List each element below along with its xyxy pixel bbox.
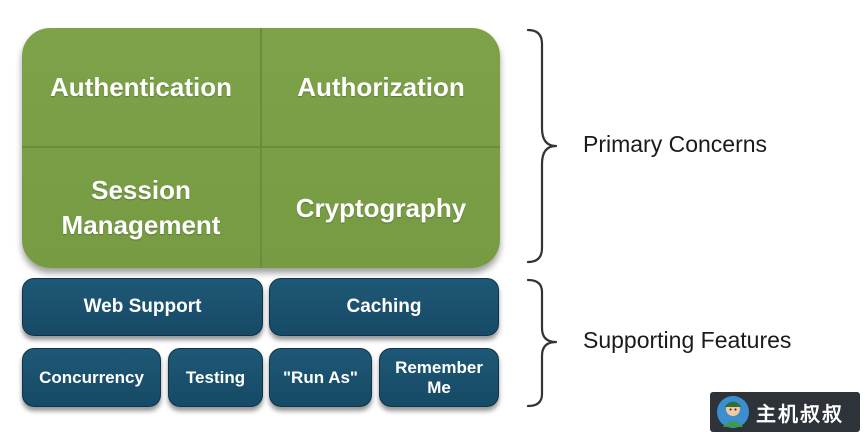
authentication-cell: Authentication [22, 28, 260, 146]
primary-concerns-block: Authentication Authorization Session Man… [22, 28, 500, 268]
remember-me-box: Remember Me [379, 348, 499, 407]
remember-me-label-line1: Remember [395, 357, 483, 377]
grid-divider-horizontal [22, 146, 500, 148]
caching-box: Caching [269, 278, 499, 336]
cryptography-label: Cryptography [295, 192, 467, 223]
run-as-box: "Run As" [269, 348, 372, 407]
supporting-features-label: Supporting Features [583, 327, 792, 353]
braces-graphic [526, 28, 558, 408]
web-support-label: Web Support [83, 296, 202, 317]
mascot-avatar-icon [717, 396, 749, 428]
session-management-label-line2: Management [61, 210, 221, 240]
caching-label: Caching [346, 296, 422, 317]
primary-brace-icon [526, 28, 558, 264]
primary-concerns-label: Primary Concerns [583, 131, 768, 157]
web-support-box: Web Support [22, 278, 263, 336]
session-management-cell: Session Management [22, 148, 260, 268]
remember-me-label-line2: Me [427, 377, 451, 397]
watermark-logo: 主机叔叔 [710, 392, 860, 432]
testing-label: Testing [185, 367, 246, 387]
grid-divider-vertical [260, 28, 262, 268]
authentication-label: Authentication [50, 71, 232, 102]
concurrency-box: Concurrency [22, 348, 161, 407]
authorization-label: Authorization [297, 71, 465, 102]
concurrency-label: Concurrency [39, 367, 144, 387]
authorization-cell: Authorization [262, 28, 500, 146]
run-as-label: "Run As" [283, 367, 358, 387]
session-management-label-line1: Session [91, 175, 191, 205]
supporting-brace-icon [526, 278, 558, 408]
watermark-text: 主机叔叔 [756, 401, 844, 426]
cryptography-cell: Cryptography [262, 148, 500, 268]
testing-box: Testing [168, 348, 263, 407]
